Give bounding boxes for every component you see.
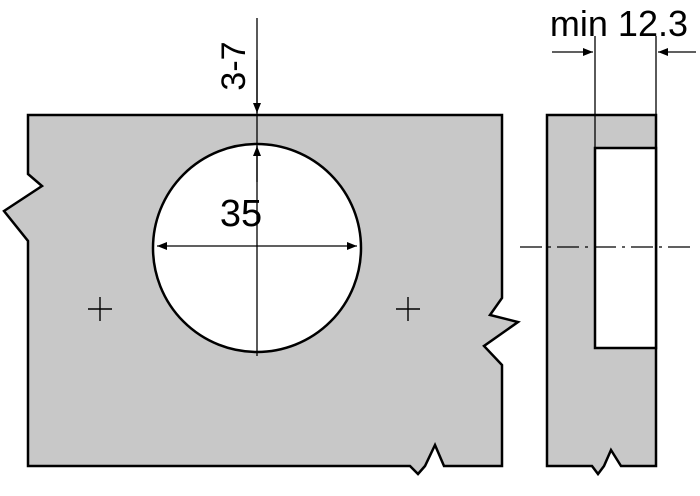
edge-distance-label: 3-7: [215, 41, 253, 90]
cup-recess-section: [593, 146, 658, 350]
screw-hole-right: [396, 297, 420, 321]
screw-hole-left: [88, 297, 112, 321]
cup-diameter-label: 35: [220, 193, 262, 235]
min-depth-label: min 12.3: [550, 3, 688, 44]
